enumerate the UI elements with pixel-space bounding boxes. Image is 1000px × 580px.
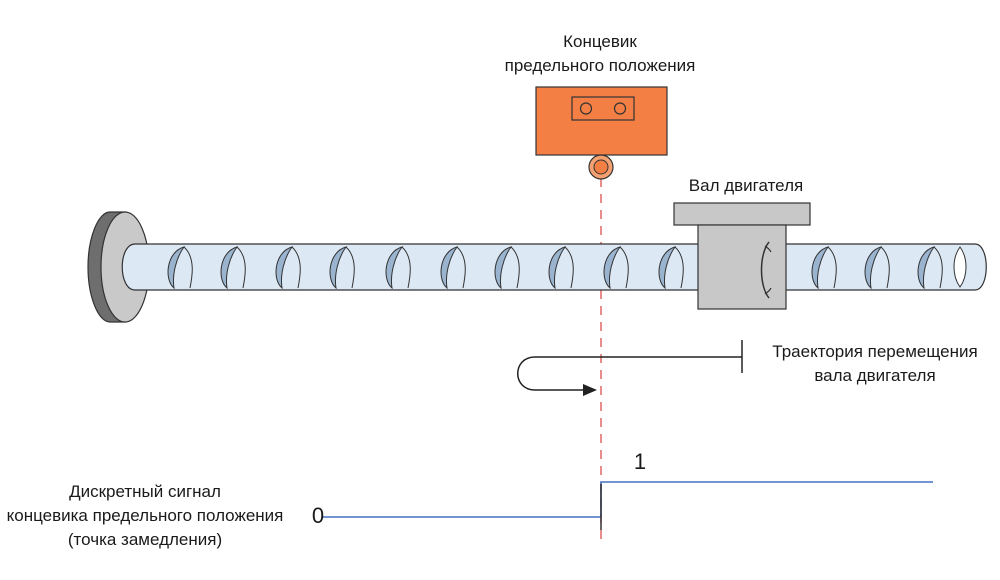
screw-thread-edge-9 (674, 246, 684, 289)
discrete-signal-trace (322, 481, 933, 530)
screw-thread-edge-3 (345, 246, 355, 289)
screw-thread-6 (494, 246, 513, 290)
screw-threads (167, 246, 943, 290)
screw-thread-5 (440, 246, 459, 290)
screw-thread-edge-1 (236, 246, 246, 289)
screw-thread-edge-5 (456, 246, 466, 289)
motor-shaft-label: Вал двигателя (688, 176, 804, 195)
limit-switch-label: Концевик предельного положения (460, 30, 740, 78)
signal-label-line-3: (точка замедления) (67, 530, 223, 549)
screw-thread-edge-2 (291, 246, 301, 289)
trajectory-arrow (517, 340, 743, 396)
trajectory-label: Траектория перемещения вала двигателя (740, 340, 1000, 388)
limit-switch (535, 86, 668, 180)
screw-thread-10 (811, 246, 830, 290)
limit-switch-label-line-1: Концевик (563, 32, 637, 51)
screw-thread-12 (917, 246, 936, 290)
screw-thread-3 (329, 246, 348, 290)
screw-thread-edge-12 (933, 246, 943, 289)
trajectory-label-line-1: Траектория перемещения (772, 342, 978, 361)
screw-thread-2 (275, 246, 294, 290)
screw-thread-edge-7 (564, 246, 574, 289)
screw-thread-edge-4 (401, 246, 411, 289)
limit-switch-label-line-2: предельного положения (504, 56, 696, 75)
screw-thread-edge-8 (619, 246, 629, 289)
motor-shaft-carriage (673, 202, 811, 310)
signal-label: Дискретный сигнал концевика предельного … (0, 480, 290, 552)
signal-label-line-2: концевика предельного положения (6, 506, 284, 525)
screw-thread-7 (548, 246, 567, 290)
screw-thread-1 (220, 246, 239, 290)
screw-thread-edge-10 (827, 246, 837, 289)
screw-thread-edge-6 (510, 246, 520, 289)
screw-thread-0 (167, 246, 186, 290)
screw-thread-8 (603, 246, 622, 290)
signal-label-line-1: Дискретный сигнал (69, 482, 221, 501)
trajectory-label-line-2: вала двигателя (814, 366, 936, 385)
screw-thread-11 (864, 246, 883, 290)
screw-thread-edge-0 (183, 246, 193, 289)
screw-thread-4 (385, 246, 404, 290)
screw-thread-edge-11 (880, 246, 890, 289)
screw-thread-9 (658, 246, 677, 290)
signal-low-value: 0 (311, 503, 325, 528)
signal-high-value: 1 (633, 449, 647, 474)
